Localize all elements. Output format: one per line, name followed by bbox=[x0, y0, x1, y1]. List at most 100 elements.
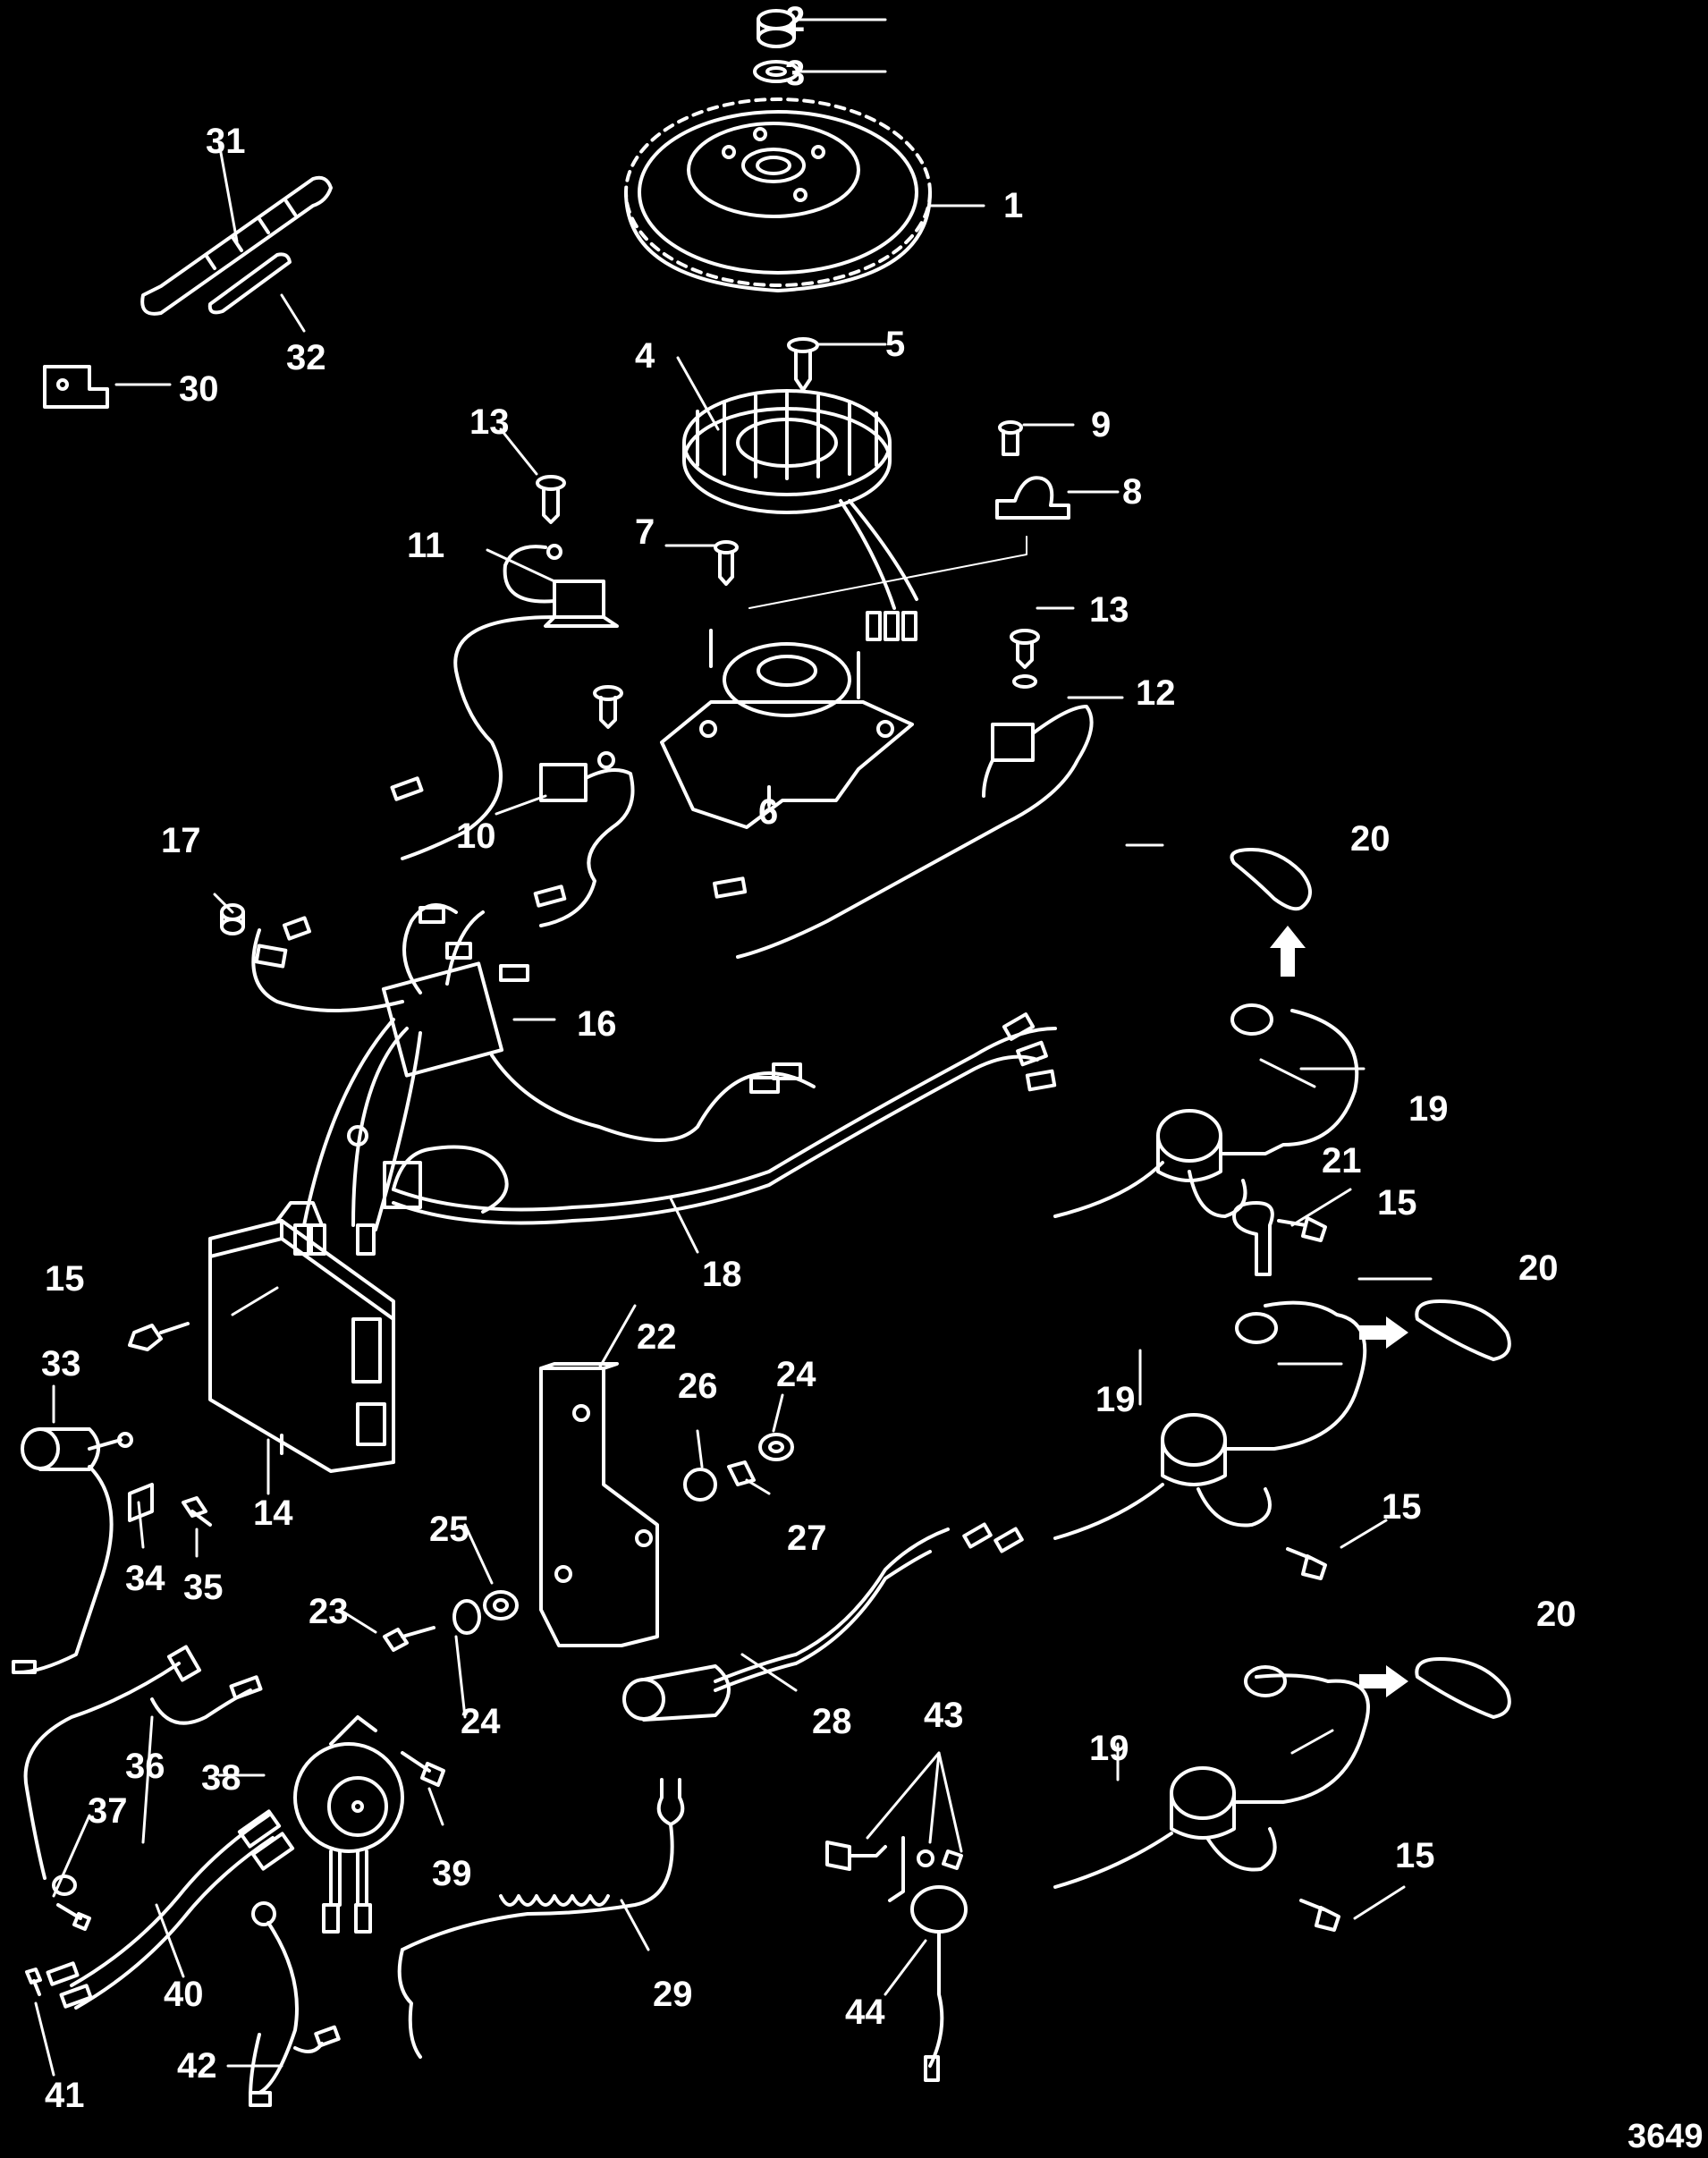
harness-part-18 bbox=[347, 1012, 1057, 1225]
callout-25: 25 bbox=[429, 1510, 469, 1549]
callout-23: 23 bbox=[309, 1592, 349, 1631]
callout-18: 18 bbox=[702, 1255, 742, 1294]
callout-31: 31 bbox=[206, 122, 246, 161]
callout-13-right: 13 bbox=[1089, 590, 1129, 630]
callout-39: 39 bbox=[432, 1854, 472, 1893]
callout-9: 9 bbox=[1091, 405, 1112, 444]
ground-wire-line bbox=[748, 536, 1027, 609]
screw-part-9 bbox=[998, 420, 1023, 456]
right-arrow-icon bbox=[1359, 1316, 1408, 1349]
callout-20-top: 20 bbox=[1350, 819, 1391, 859]
callout-36: 36 bbox=[125, 1747, 165, 1786]
stator-part-4 bbox=[682, 389, 918, 641]
harness-part-40 bbox=[46, 1809, 295, 2010]
screw-part-35 bbox=[182, 1496, 212, 1527]
callout-29: 29 bbox=[653, 1975, 693, 2014]
callout-40: 40 bbox=[164, 1975, 204, 2014]
figure-number: 3649 bbox=[1628, 2118, 1704, 2155]
nut-part-17 bbox=[220, 903, 245, 935]
trigger-plate-part-6 bbox=[660, 629, 914, 829]
bolt-part-15-right-mid bbox=[1286, 1547, 1327, 1580]
ignition-coil-part-19-mid bbox=[1053, 1300, 1367, 1540]
callout-19-top: 19 bbox=[1408, 1089, 1449, 1129]
callout-21: 21 bbox=[1322, 1141, 1362, 1181]
callout-6: 6 bbox=[758, 792, 779, 832]
screw-part-trigger bbox=[593, 685, 623, 729]
callout-26: 26 bbox=[678, 1367, 718, 1406]
callout-30: 30 bbox=[179, 369, 219, 409]
spark-plug-boot-part-20-mid bbox=[1415, 1299, 1511, 1361]
callout-5: 5 bbox=[885, 325, 906, 364]
screw-part-39 bbox=[401, 1751, 445, 1787]
bracket-part-22 bbox=[539, 1362, 659, 1647]
sleeve-part-27 bbox=[727, 1460, 756, 1486]
callout-11: 11 bbox=[407, 526, 445, 565]
callout-37: 37 bbox=[88, 1791, 128, 1831]
screw-part-13-upper bbox=[536, 475, 566, 524]
insulator-part-34 bbox=[128, 1483, 154, 1522]
sensor-part-28 bbox=[622, 1522, 1024, 1722]
callout-24-upper: 24 bbox=[776, 1355, 816, 1394]
callout-4: 4 bbox=[635, 336, 655, 376]
bolt-part-15-right-bottom bbox=[1299, 1899, 1340, 1932]
bracket-part-30 bbox=[43, 365, 109, 409]
callout-15-right-top: 15 bbox=[1377, 1183, 1417, 1223]
screw-part-37 bbox=[56, 1903, 91, 1931]
cdi-module-part-14 bbox=[208, 1201, 395, 1473]
callout-13-upper: 13 bbox=[469, 402, 510, 442]
callout-34: 34 bbox=[125, 1559, 165, 1598]
bolt-part-23 bbox=[383, 1626, 435, 1652]
indicator-part-43 bbox=[825, 1836, 968, 2082]
callout-12: 12 bbox=[1136, 673, 1176, 713]
callout-10: 10 bbox=[456, 817, 496, 856]
callout-42: 42 bbox=[177, 2046, 217, 2086]
callout-43: 43 bbox=[924, 1696, 964, 1735]
nut-part-2 bbox=[757, 9, 796, 48]
screw-part-7 bbox=[714, 540, 739, 586]
callout-28: 28 bbox=[812, 1702, 852, 1741]
spark-plug-boot-part-20-bottom bbox=[1415, 1657, 1511, 1719]
callout-1: 1 bbox=[1003, 186, 1024, 225]
ground-strap-part-21 bbox=[1232, 1201, 1274, 1276]
washer-part-24-upper bbox=[758, 1433, 794, 1461]
callout-35: 35 bbox=[183, 1568, 224, 1607]
callout-17: 17 bbox=[161, 821, 201, 860]
callout-38: 38 bbox=[201, 1758, 241, 1798]
callout-3: 3 bbox=[785, 54, 806, 93]
pickup-coil-part-10 bbox=[533, 751, 635, 927]
callout-19-mid: 19 bbox=[1095, 1380, 1136, 1419]
clamp-part-8 bbox=[995, 476, 1070, 520]
callout-32: 32 bbox=[286, 338, 326, 377]
callout-15-right-mid: 15 bbox=[1382, 1487, 1422, 1527]
grommet-part-26 bbox=[683, 1468, 717, 1502]
callout-7: 7 bbox=[635, 512, 655, 552]
leader-lines bbox=[34, 18, 1433, 2077]
callout-27: 27 bbox=[787, 1519, 827, 1558]
callout-16: 16 bbox=[577, 1004, 617, 1044]
bolt-part-15-left bbox=[128, 1322, 190, 1351]
callout-20-bottom: 20 bbox=[1536, 1595, 1577, 1634]
callout-33: 33 bbox=[41, 1344, 81, 1384]
spark-plug-boot-part-20-top bbox=[1230, 848, 1312, 911]
callout-43-leaders bbox=[866, 1751, 963, 1853]
sensor-part-33 bbox=[12, 1427, 133, 1674]
sleeve-part-32 bbox=[207, 252, 292, 315]
ignition-coil-part-19-top bbox=[1053, 1003, 1359, 1218]
rectifier-harness-part-16 bbox=[251, 903, 816, 1256]
callout-14: 14 bbox=[253, 1494, 293, 1533]
right-arrow-icon bbox=[1359, 1665, 1408, 1697]
callout-8: 8 bbox=[1122, 472, 1143, 512]
nut-part-25 bbox=[483, 1590, 519, 1621]
callout-41: 41 bbox=[45, 2076, 85, 2115]
jumper-wire-part-36 bbox=[23, 1645, 263, 1896]
bolt-part-15-right-top bbox=[1277, 1216, 1327, 1242]
sleeve-part-31 bbox=[140, 175, 333, 316]
callout-15-left: 15 bbox=[45, 1259, 85, 1299]
callout-24-lower: 24 bbox=[461, 1702, 501, 1741]
flywheel-part-1 bbox=[624, 97, 932, 292]
screw-part-5 bbox=[787, 337, 819, 392]
callout-15-right-bottom: 15 bbox=[1395, 1836, 1435, 1875]
screw-part-41 bbox=[25, 1968, 42, 1996]
